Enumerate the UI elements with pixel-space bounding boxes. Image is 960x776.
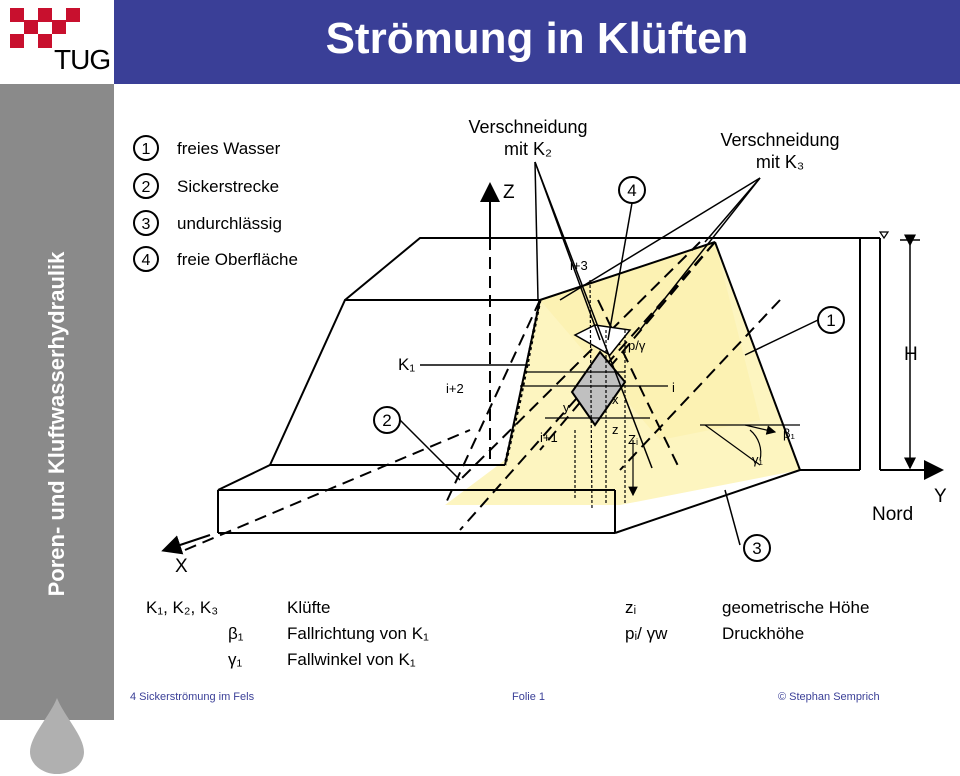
header-bar: TUG Strömung in Klüften bbox=[0, 0, 960, 84]
legend-num-3: 3 bbox=[142, 216, 151, 233]
i-label: i bbox=[672, 380, 675, 395]
north-label: Nord bbox=[872, 504, 913, 525]
element-gridlines bbox=[520, 279, 668, 511]
i-plus3-label: i+3 bbox=[570, 258, 588, 273]
legend-num-2: 2 bbox=[142, 179, 151, 196]
i-plus2-label: i+2 bbox=[446, 381, 464, 396]
water-drop-icon bbox=[30, 698, 84, 774]
footer-chapter: 4 Sickerströmung im Fels bbox=[130, 691, 255, 703]
text-kluefte: Klüfte bbox=[287, 598, 331, 617]
i-plus1-label: i+1 bbox=[540, 430, 558, 445]
h-dimension bbox=[900, 234, 920, 471]
symbol-beta: β₁ bbox=[228, 624, 244, 643]
legend-label-1: freies Wasser bbox=[177, 139, 281, 158]
axis-x-label: X bbox=[175, 556, 188, 577]
fracture-flow-diagram: 4 1 2 3 1 2 3 4 freies Wasser Sickerstre… bbox=[133, 117, 947, 577]
gamma-label: γ₁ bbox=[752, 452, 764, 467]
tug-logo-icon bbox=[10, 8, 80, 48]
axis-y-label: Y bbox=[934, 486, 947, 507]
legend-num-4: 4 bbox=[142, 252, 151, 269]
footer-copyright: © Stephan Semprich bbox=[778, 691, 880, 703]
z-small-label: z bbox=[612, 422, 619, 437]
sidebar-title: Poren- und Kluftwasserhydraulik bbox=[44, 251, 69, 597]
callout-leaders bbox=[399, 161, 819, 546]
x-small-label: x bbox=[612, 392, 619, 407]
beta-label: β₁ bbox=[783, 426, 795, 441]
marker-1: 1 bbox=[826, 311, 835, 330]
symbol-zi: zᵢ bbox=[625, 598, 637, 617]
wedge-face bbox=[540, 242, 760, 440]
text-fallwinkel: Fallwinkel von K₁ bbox=[287, 650, 416, 669]
marker-4: 4 bbox=[627, 181, 636, 200]
callout-k2-line2: mit K₂ bbox=[504, 139, 552, 159]
seepage-line bbox=[503, 299, 542, 466]
callout-k3-line2: mit K₃ bbox=[756, 152, 804, 172]
legend-label-2: Sickerstrecke bbox=[177, 177, 279, 196]
callout-k2-line1: Verschneidung bbox=[468, 117, 587, 137]
text-fallrichtung: Fallrichtung von K₁ bbox=[287, 624, 429, 643]
circle-markers bbox=[373, 176, 845, 562]
dip-angle bbox=[700, 424, 800, 466]
h-label: H bbox=[904, 344, 918, 365]
page-title: Strömung in Klüften bbox=[325, 14, 749, 63]
k1-label: K₁ bbox=[398, 355, 415, 374]
legend-label-3: undurchlässig bbox=[177, 214, 282, 233]
symbol-gamma: γ₁ bbox=[228, 650, 243, 669]
axis-z-label: Z bbox=[503, 182, 515, 203]
zi-label: Zᵢ bbox=[628, 432, 638, 447]
text-geometrische-hoehe: geometrische Höhe bbox=[722, 598, 870, 617]
tug-logo: TUG bbox=[0, 0, 114, 84]
legend-label-4: freie Oberfläche bbox=[177, 250, 298, 269]
footer-slide-number: Folie 1 bbox=[512, 691, 546, 703]
p-gamma-label: p/γ bbox=[628, 338, 646, 353]
symbol-k: K₁, K₂, K₃ bbox=[146, 598, 219, 617]
legend-circles bbox=[133, 135, 159, 272]
logo-text: TUG bbox=[54, 44, 111, 75]
water-level-icon bbox=[878, 231, 890, 240]
marker-2: 2 bbox=[382, 411, 391, 430]
y-small-label: y bbox=[563, 400, 570, 415]
rock-block bbox=[217, 237, 881, 534]
text-druckhoehe: Druckhöhe bbox=[722, 624, 805, 643]
sidebar: Poren- und Kluftwasserhydraulik bbox=[0, 84, 114, 774]
symbol-pi-gamma: pᵢ/ γw bbox=[625, 624, 668, 643]
callout-k3-line1: Verschneidung bbox=[720, 130, 839, 150]
marker-3: 3 bbox=[752, 539, 761, 558]
legend-num-1: 1 bbox=[142, 141, 151, 158]
